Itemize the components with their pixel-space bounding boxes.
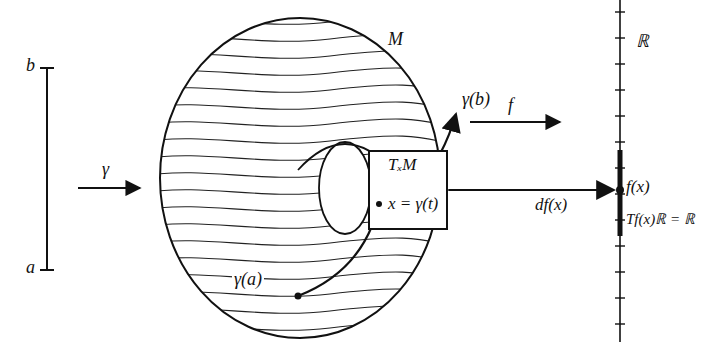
- contour-line: [150, 136, 452, 144]
- point-x: [376, 201, 382, 207]
- curve-gamma: [298, 226, 372, 296]
- tick: [615, 271, 625, 272]
- node-text: TₓM: [388, 156, 438, 175]
- interval: [40, 68, 54, 270]
- space-name: ℝ: [634, 32, 651, 52]
- manifold-name: M: [386, 30, 405, 50]
- contour-line: [150, 272, 452, 280]
- contour-line: [150, 306, 452, 314]
- tick: [615, 245, 625, 246]
- interval-line: [46, 68, 48, 270]
- tangent-line: f(x) Tf(x)ℝ = ℝ: [614, 150, 695, 236]
- interval-end: a: [24, 258, 37, 278]
- tick: [615, 37, 625, 38]
- tangent-plane: TₓM x = γ(t): [368, 150, 448, 230]
- tick: [615, 89, 625, 90]
- node-text: f(x): [626, 178, 695, 197]
- point-gamma-a: [295, 293, 302, 300]
- map-name: f: [506, 96, 515, 116]
- contour-line: [150, 102, 452, 110]
- contour-line: [150, 323, 452, 331]
- curve-gamma: [440, 114, 456, 154]
- curve-start: γ(a): [232, 270, 264, 290]
- contour-line: [150, 238, 452, 246]
- contour-line: [150, 85, 452, 93]
- point-fx: [616, 186, 624, 194]
- tick: [615, 323, 625, 324]
- map-arrow: [78, 187, 140, 189]
- edge-label: df(x): [533, 196, 569, 215]
- tick: [615, 297, 625, 298]
- interval-tick: [40, 269, 54, 271]
- interval-tick: [40, 67, 54, 69]
- map-name: γ: [100, 160, 111, 180]
- connector-arrow: [448, 189, 614, 191]
- tick: [615, 63, 625, 64]
- torus-hole: [319, 142, 371, 234]
- tick: [615, 11, 625, 12]
- map-arrow: [470, 121, 560, 123]
- tick: [615, 115, 625, 116]
- contour-line: [150, 51, 452, 59]
- curve-end: γ(b): [460, 90, 492, 110]
- contour-line: [150, 119, 452, 127]
- real-line-ticks: [615, 12, 625, 324]
- contour-line: [150, 34, 452, 42]
- real-line: [619, 0, 621, 342]
- node-text: x = γ(t): [388, 195, 438, 214]
- tick: [615, 141, 625, 142]
- interval-end: b: [24, 56, 37, 76]
- contour-line: [150, 255, 452, 263]
- node-text: Tf(x)ℝ = ℝ: [626, 211, 695, 228]
